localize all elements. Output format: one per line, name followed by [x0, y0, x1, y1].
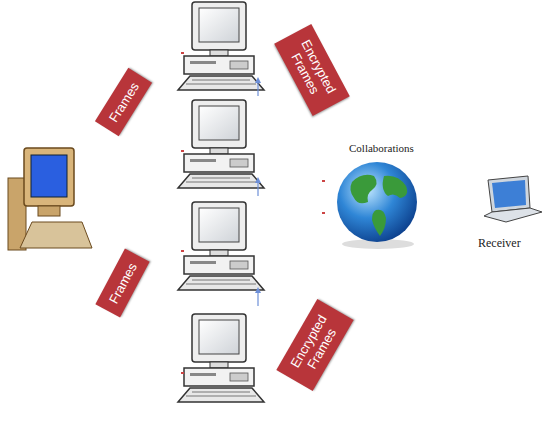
arrow-banner: Encrypted Frames — [276, 299, 353, 391]
banner-text: Encrypted Frames — [284, 35, 341, 106]
sender-computer — [8, 148, 92, 250]
arrow-banner: Frames — [95, 249, 149, 318]
receiver-label: Receiver — [478, 236, 521, 251]
arrow-banner: Encrypted Frames — [274, 24, 350, 116]
internet-globe — [337, 162, 417, 249]
banner-text: Encrypted Frames — [286, 310, 344, 380]
intermediate-computers — [178, 2, 264, 402]
link-arrows — [257, 80, 258, 306]
banner-text: Frames — [105, 79, 141, 124]
banner-text: Frames — [105, 260, 139, 306]
network-label: Collaborations — [349, 142, 414, 154]
receiver-laptop — [484, 176, 542, 222]
arrow-banner: Frames — [94, 68, 151, 136]
